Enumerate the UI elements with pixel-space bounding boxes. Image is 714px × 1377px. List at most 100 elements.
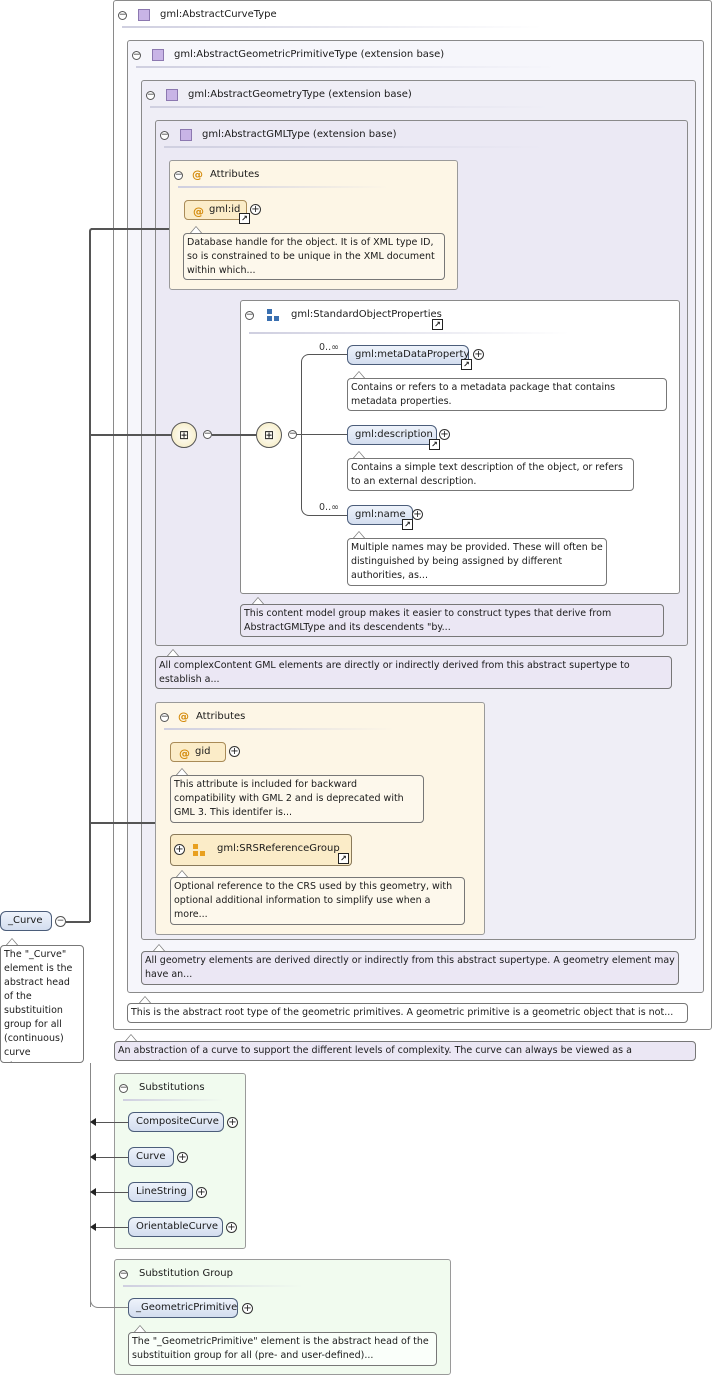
element-name: gml:description — [355, 429, 433, 440]
collapse-toggle-icon[interactable]: − — [245, 310, 254, 320]
header-underline — [150, 106, 550, 108]
gml-id-doc: Database handle for the object. It is of… — [183, 233, 445, 280]
substitutions-header: − Substitutions — [119, 1080, 239, 1096]
connector-line — [212, 434, 256, 436]
complex-type-icon — [166, 89, 178, 101]
curve-type-doc: An abstraction of a curve to support the… — [114, 1041, 696, 1061]
collapse-toggle-icon[interactable]: − — [288, 429, 297, 439]
doc-notch — [176, 870, 188, 877]
attribute-group-icon — [193, 844, 205, 856]
reference-arrow-icon[interactable]: ↗ — [402, 519, 413, 530]
element-metadataproperty[interactable]: gml:metaDataProperty — [347, 345, 469, 365]
srs-doc: Optional reference to the CRS used by th… — [170, 877, 465, 925]
sequence-compositor-icon[interactable]: ⊞ — [256, 422, 282, 448]
geometric-primitive-type-header: − gml:AbstractGeometricPrimitiveType (ex… — [132, 47, 632, 63]
doc-notch — [139, 996, 151, 1003]
attributes-header: − @ Attributes — [160, 709, 360, 725]
standard-object-properties-doc: This content model group makes it easier… — [240, 604, 664, 637]
name-doc: Multiple names may be provided. These wi… — [347, 538, 607, 586]
abstract-curve-type-header: − gml:AbstractCurveType — [118, 7, 418, 23]
connector-line — [96, 1122, 128, 1123]
connector-line — [297, 434, 347, 435]
header-underline — [164, 146, 544, 148]
expand-plus-icon[interactable]: + — [229, 746, 240, 757]
reference-arrow-icon[interactable]: ↗ — [432, 319, 443, 330]
substitution-linestring[interactable]: LineString — [128, 1182, 193, 1202]
element-name: gml:metaDataProperty — [355, 349, 470, 360]
reference-arrow-icon[interactable]: ↗ — [461, 359, 472, 370]
element-description[interactable]: gml:description — [347, 425, 437, 445]
geometry-type-header: − gml:AbstractGeometryType (extension ba… — [146, 87, 546, 103]
collapse-toggle-icon[interactable]: − — [146, 90, 155, 100]
substitution-curve[interactable]: Curve — [128, 1147, 174, 1167]
type-label: gml:AbstractGeometricPrimitiveType (exte… — [174, 49, 445, 60]
expand-plus-icon[interactable]: + — [196, 1187, 207, 1198]
substitution-group-geometricprimitive[interactable]: _GeometricPrimitive — [128, 1298, 238, 1318]
substitutions-label: Substitutions — [139, 1082, 205, 1093]
complex-type-icon — [180, 129, 192, 141]
attribute-gml-id[interactable]: @ gml:id — [184, 200, 248, 220]
substitution-name: OrientableCurve — [136, 1221, 219, 1232]
element-name: gml:name — [355, 509, 406, 520]
expand-plus-icon[interactable]: + — [473, 349, 484, 360]
collapse-toggle-icon[interactable]: − — [203, 429, 212, 439]
arrow-left-icon — [90, 1118, 96, 1126]
cardinality-label: 0..∞ — [319, 342, 339, 353]
collapse-toggle-icon[interactable]: − — [119, 1083, 128, 1093]
expand-plus-icon[interactable]: + — [177, 1152, 188, 1163]
element-curve[interactable]: _Curve — [0, 911, 52, 931]
reference-arrow-icon[interactable]: ↗ — [338, 853, 349, 864]
reference-arrow-icon[interactable]: ↗ — [239, 213, 250, 224]
header-underline — [249, 332, 569, 334]
attributes-label: Attributes — [210, 169, 260, 180]
sequence-compositor-icon[interactable]: ⊞ — [171, 422, 197, 448]
attribute-group-srs[interactable]: + gml:SRSReferenceGroup — [170, 834, 352, 866]
substitution-compositecurve[interactable]: CompositeCurve — [128, 1112, 224, 1132]
doc-notch — [353, 451, 365, 458]
standard-object-properties-header: − gml:StandardObjectProperties — [245, 307, 495, 323]
arrow-left-icon — [90, 1188, 96, 1196]
attribute-icon: @ — [179, 747, 190, 760]
attribute-name: gml:id — [209, 204, 241, 215]
substitution-orientablecurve[interactable]: OrientableCurve — [128, 1217, 223, 1237]
group-label: gml:StandardObjectProperties — [291, 309, 442, 320]
arrow-left-icon — [90, 1153, 96, 1161]
expand-plus-icon[interactable]: + — [250, 204, 261, 215]
description-doc: Contains a simple text description of th… — [347, 458, 634, 491]
doc-notch — [190, 226, 202, 233]
header-underline — [136, 66, 556, 68]
type-label: gml:AbstractGeometryType (extension base… — [188, 89, 412, 100]
attributes-header: − @ Attributes — [174, 167, 374, 183]
doc-notch — [134, 1325, 146, 1332]
expand-plus-icon[interactable]: + — [226, 1222, 237, 1233]
attributes-label: Attributes — [196, 711, 246, 722]
doc-notch — [167, 649, 179, 656]
connector-line — [91, 434, 171, 436]
header-underline — [178, 186, 388, 188]
expand-plus-icon[interactable]: + — [439, 429, 450, 440]
expand-plus-icon[interactable]: + — [412, 509, 423, 520]
collapse-toggle-icon[interactable]: − — [55, 916, 66, 927]
collapse-toggle-icon[interactable]: − — [119, 1269, 128, 1279]
substitution-group-doc: The "_GeometricPrimitive" element is the… — [128, 1332, 437, 1366]
choice-bracket — [301, 354, 347, 516]
attribute-gid[interactable]: @ gid — [170, 742, 226, 762]
expand-plus-icon[interactable]: + — [174, 844, 185, 855]
reference-arrow-icon[interactable]: ↗ — [429, 439, 440, 450]
collapse-toggle-icon[interactable]: − — [160, 130, 169, 140]
collapse-toggle-icon[interactable]: − — [118, 10, 127, 20]
expand-plus-icon[interactable]: + — [242, 1303, 253, 1314]
collapse-toggle-icon[interactable]: − — [160, 712, 169, 722]
collapse-toggle-icon[interactable]: − — [132, 50, 141, 60]
connector-line — [96, 1192, 128, 1193]
collapse-toggle-icon[interactable]: − — [174, 170, 183, 180]
attribute-icon: @ — [192, 168, 203, 181]
type-label: gml:AbstractCurveType — [160, 9, 277, 20]
substitution-name: Curve — [136, 1151, 166, 1162]
connector-line — [66, 921, 90, 923]
expand-plus-icon[interactable]: + — [227, 1117, 238, 1128]
connector-line — [96, 1227, 128, 1228]
element-name-element[interactable]: gml:name — [347, 505, 413, 525]
attribute-name: gid — [195, 746, 211, 757]
gid-doc: This attribute is included for backward … — [170, 775, 424, 823]
